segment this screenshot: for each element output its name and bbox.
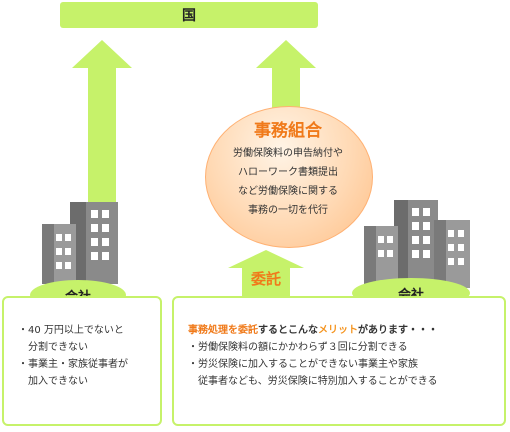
left-note-line: ・40 万円以上でないと [18,325,124,336]
right-merits: 事務処理を委託するとこんなメリットがあります・・・ ・労働保険料の額にかかわらず… [174,298,504,390]
intro-part1: 事務処理を委託 [188,325,258,336]
merit-line: 従事者なども、労災保険に特別加入することができる [188,376,438,387]
organization-description: 労働保険料の申告納付や ハローワーク書類提出 など労働保険に関する 事務の一切を… [205,144,371,220]
intro-part4: があります・・・ [358,325,438,336]
state-label: 国 [182,8,196,24]
merits-intro: 事務処理を委託するとこんなメリットがあります・・・ [188,322,504,339]
organization-circle [205,106,373,248]
right-up-arrow [256,40,316,108]
org-desc-line: 事務の一切を代行 [248,205,328,216]
right-buildings-icon [364,200,470,288]
left-building-icon [42,202,118,284]
left-up-arrow [72,40,132,210]
intro-part2: するとこんな [258,325,318,336]
merit-line: ・労働保険料の額にかかわらず３回に分割できる [188,342,408,353]
entrust-label: 委託 [250,270,281,288]
org-desc-line: など労働保険に関する [238,186,338,197]
state-box: 国 [60,2,318,28]
left-note-line: ・事業主・家族従事者が [18,359,128,370]
left-notes-panel: ・40 万円以上でないと 分割できない ・事業主・家族従事者が 加入できない [2,296,162,426]
left-note-line: 分割できない [18,342,88,353]
entrust-arrow [228,250,304,296]
org-desc-line: 労働保険料の申告納付や [233,148,343,159]
org-desc-line: ハローワーク書類提出 [238,167,338,178]
left-notes: ・40 万円以上でないと 分割できない ・事業主・家族従事者が 加入できない [4,298,160,390]
right-merits-panel: 事務処理を委託するとこんなメリットがあります・・・ ・労働保険料の額にかかわらず… [172,296,506,426]
intro-part3: メリット [318,325,358,336]
left-note-line: 加入できない [18,376,88,387]
merit-line: ・労災保険に加入することができない事業主や家族 [188,359,418,370]
organization-title: 事務組合 [254,121,322,141]
